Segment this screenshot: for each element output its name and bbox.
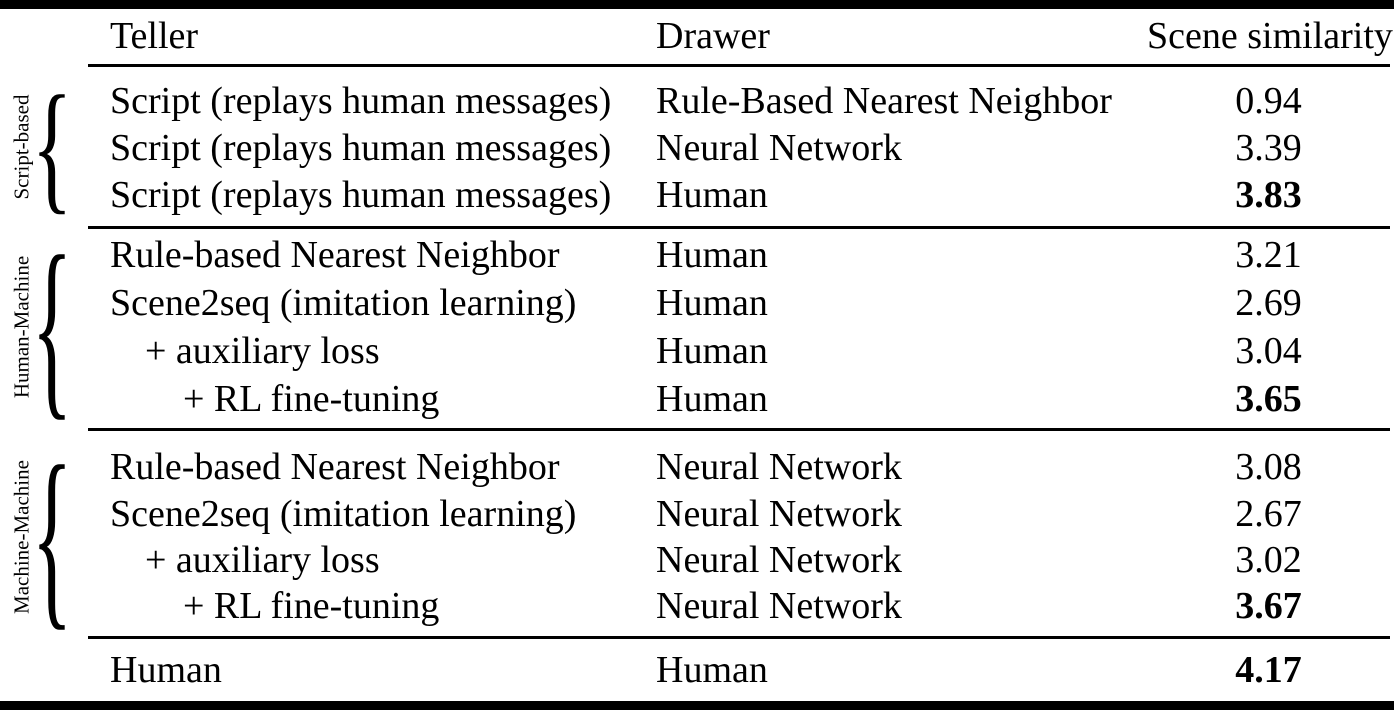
teller-cell: + RL fine-tuning: [183, 378, 440, 420]
header-rule: [88, 64, 1390, 67]
header-teller: Teller: [110, 15, 199, 57]
value-cell: 3.04: [1235, 330, 1302, 372]
teller-cell: Script (replays human messages): [110, 80, 612, 122]
teller-cell: Rule-based Nearest Neighbor: [110, 234, 560, 276]
value-cell: 2.67: [1235, 493, 1302, 535]
teller-cell: + auxiliary loss: [145, 330, 380, 372]
value-cell: 3.02: [1235, 539, 1302, 581]
table-row: Scene2seq (imitation learning) Neural Ne…: [0, 490, 1394, 538]
table-row: Scene2seq (imitation learning) Human 2.6…: [0, 279, 1394, 327]
value-cell: 3.83: [1235, 174, 1302, 216]
teller-cell: + auxiliary loss: [145, 539, 380, 581]
top-rule: [0, 0, 1394, 9]
table-row: Rule-based Nearest Neighbor Neural Netwo…: [0, 443, 1394, 491]
table-row: Script (replays human messages) Rule-Bas…: [0, 77, 1394, 125]
teller-cell: + RL fine-tuning: [183, 585, 440, 627]
drawer-cell: Human: [656, 330, 768, 372]
drawer-cell: Neural Network: [656, 585, 902, 627]
value-cell: 4.17: [1235, 649, 1302, 691]
group-brace-script-based: {: [31, 65, 73, 227]
drawer-cell: Rule-Based Nearest Neighbor: [656, 80, 1112, 122]
group1-rule: [88, 226, 1390, 229]
drawer-cell: Human: [656, 649, 768, 691]
teller-cell: Rule-based Nearest Neighbor: [110, 446, 560, 488]
drawer-cell: Human: [656, 174, 768, 216]
table-row: Script (replays human messages) Neural N…: [0, 124, 1394, 172]
drawer-cell: Human: [656, 378, 768, 420]
value-cell: 0.94: [1235, 80, 1302, 122]
drawer-cell: Neural Network: [656, 493, 902, 535]
teller-cell: Script (replays human messages): [110, 127, 612, 169]
value-cell: 3.67: [1235, 585, 1302, 627]
value-cell: 3.08: [1235, 446, 1302, 488]
value-cell: 3.65: [1235, 378, 1302, 420]
table-row: Script (replays human messages) Human 3.…: [0, 171, 1394, 219]
drawer-cell: Human: [656, 282, 768, 324]
drawer-cell: Neural Network: [656, 539, 902, 581]
group2-rule: [88, 428, 1390, 431]
drawer-cell: Neural Network: [656, 446, 902, 488]
teller-cell: Script (replays human messages): [110, 174, 612, 216]
group-brace-human-machine: {: [31, 215, 73, 437]
group3-rule: [88, 636, 1390, 639]
drawer-cell: Neural Network: [656, 127, 902, 169]
table-row-human-human: Human Human 4.17: [0, 646, 1394, 694]
group-brace-machine-machine: {: [31, 425, 73, 647]
table-row: + auxiliary loss Human 3.04: [0, 327, 1394, 375]
value-cell: 2.69: [1235, 282, 1302, 324]
table-row: Rule-based Nearest Neighbor Human 3.21: [0, 231, 1394, 279]
drawer-cell: Human: [656, 234, 768, 276]
table-row: + RL fine-tuning Human 3.65: [0, 375, 1394, 423]
header-scene-similarity: Scene similarity: [1147, 15, 1393, 57]
teller-cell: Human: [110, 649, 222, 691]
teller-cell: Scene2seq (imitation learning): [110, 493, 577, 535]
header-row: Teller Drawer Scene similarity: [0, 12, 1394, 60]
value-cell: 3.21: [1235, 234, 1302, 276]
value-cell: 3.39: [1235, 127, 1302, 169]
table-row: + RL fine-tuning Neural Network 3.67: [0, 582, 1394, 630]
header-drawer: Drawer: [656, 15, 770, 57]
bottom-rule: [0, 701, 1394, 710]
table-row: + auxiliary loss Neural Network 3.02: [0, 536, 1394, 584]
teller-cell: Scene2seq (imitation learning): [110, 282, 577, 324]
